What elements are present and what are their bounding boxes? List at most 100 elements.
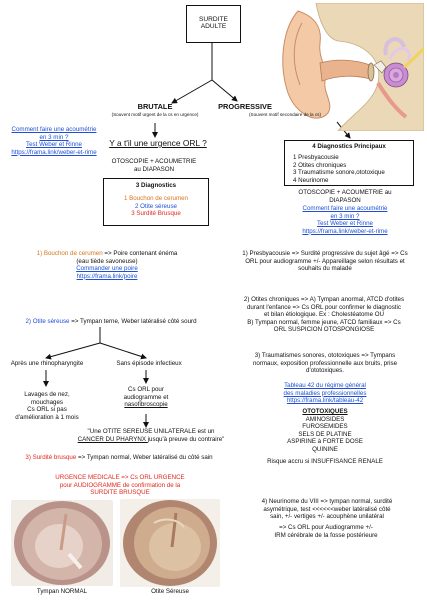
tympan-normal-image [11, 500, 113, 586]
surdite-line: 3) Surdité brusque => Tympan normal, Web… [4, 454, 234, 462]
acoumetrie-links-right: Comment faire une acoumétrie en 3 min ? … [288, 205, 402, 235]
diag-surdite-brusque: 3 Surdité Brusque [131, 210, 181, 218]
poire-url[interactable]: https://frama.link/poire [76, 272, 138, 280]
neurinome-line5: IRM cérébrale de la fosse postérieure [274, 531, 378, 539]
caption-otite-sereuse: Otite Séreuse [151, 588, 189, 595]
otite-branch-left: Après une rhinopharyngite [10, 360, 84, 367]
bouchon-detail: (eau tiède savoneuse) [76, 257, 138, 265]
ototoxiques-title: OTOTOXIQUES [302, 408, 348, 415]
progressive-diagnostics-box: 4 Diagnostics Principaux 1 Presbyacousie… [284, 140, 414, 186]
otite-left-line3: Cs ORL si pas [27, 406, 67, 414]
presby-line3: souhaits du malade [298, 265, 352, 273]
diag-otites-chroniques: 2 Otites chroniques [293, 161, 347, 169]
progressive-diagnostics-title: 4 Diagnostics Principaux [312, 143, 386, 150]
presbyacousie-block: 1) Presbyacousie => Surdité progressive … [232, 250, 418, 273]
diag-traumatisme: 3 Traumatisme sonore,ototoxique [293, 169, 385, 177]
caption-tympan-normal: Tympan NORMAL [36, 588, 88, 595]
otites-chroniques-block: 2) Otites chroniques => A) Tympan anorma… [230, 296, 418, 334]
weber-rinne-link[interactable]: Test Weber et Rinne [26, 141, 82, 149]
ototoxique-quinine: QUININE [312, 445, 338, 453]
otite-right-line1: Cs ORL pour [128, 386, 164, 393]
diag-neurinome: 4 Neurinome [293, 176, 329, 184]
surdite-label: 3) Surdité brusque [25, 454, 77, 461]
progressive-heading: PROGRESSIVE [218, 102, 272, 111]
otite-left-line2: mouchages [31, 398, 63, 406]
neurinome-line3: sain, +/- vertiges +/- acouphène unilaté… [270, 513, 384, 521]
surdite-urgence-line2: pour AUDIOGRAMME de confirmation de la [59, 481, 181, 489]
otites-chr-line2: durant l'enfance => Cs ORL pour confirme… [246, 303, 401, 311]
otite-warning: "Une OTITE SEREUSE UNILATERALE est un CA… [56, 428, 246, 443]
presby-line2: ORL pour audiogramme +/- Appareillage se… [245, 257, 405, 265]
presby-line1: 1) Presbyacousie => Surdité progressive … [242, 250, 408, 257]
otoscopie-acoumetrie-brutale: OTOSCOPIE + ACOUMETRIE au DIAPASON [111, 158, 197, 173]
otite-finding: => Tympan terne, Weber latéralisé côté s… [69, 318, 197, 325]
otite-label: 2) Otite séreuse [25, 318, 70, 325]
otite-sereuse-image [120, 499, 220, 587]
neurinome-line1: 4) Neurinome du VIII => tympan normal, s… [261, 498, 393, 505]
otite-right-advice: Cs ORL pour audiogramme et nasofibroscop… [106, 386, 186, 409]
brutale-diagnostics-box: 3 Diagnostics 1 Bouchon de cerumen 2 Oti… [103, 178, 209, 226]
page-title: SURDITE ADULTE [199, 16, 228, 30]
ear-anatomy-illustration [278, 3, 424, 131]
surdite-finding: => Tympan normal, Weber latéralisé du cô… [76, 454, 213, 461]
diag-presbyacousie: 1 Presbyacousie [293, 154, 339, 161]
otite-right-line3: nasofibroscopie [124, 401, 168, 409]
trauma-line2: normaux, exposition professionnelle aux … [252, 359, 398, 367]
diag-otite-sereuse: 2 Otite séreuse [135, 202, 177, 210]
progressive-diagnostics-list: 1 Presbyacousie 2 Otites chroniques 3 Tr… [293, 154, 413, 184]
acoumetrie-link-duration[interactable]: en 3 min ? [39, 133, 69, 141]
tableau-42-url[interactable]: https://frama.link/tableau-42 [286, 397, 364, 405]
otite-right-line2: audiogramme et [123, 393, 169, 401]
ototoxique-aminosides: AMINOSIDES [305, 415, 345, 423]
ototoxique-aspirine: ASPIRINE à FORTE DOSE [287, 438, 363, 446]
neurinome-line2: asymétrique, test <<<<<<weber latéralisé… [263, 505, 391, 513]
otites-chr-line5: ORL SUSPICION OTOSPONGIOSE [273, 326, 375, 334]
bouchon-line: 1) Bouchon de cerumen => Poire contenant… [14, 250, 200, 258]
otoscopie-acoumetrie-progressive: OTOSCOPIE + ACOUMETRIE au DIAPASON [298, 189, 392, 204]
weber-rinne-link-right[interactable]: Test Weber et Rinne [317, 220, 373, 228]
tableau-42-links: Tableau 42 du régime général des maladie… [260, 382, 390, 405]
neurinome-line4: => Cs ORL pour Audiogramme +/- [279, 524, 373, 531]
title-box: SURDITE ADULTE [186, 5, 241, 43]
brutale-diagnostics-list: 1 Bouchon de cerumen 2 Otite séreuse 3 S… [104, 195, 208, 218]
otites-chr-line3: et bilan étiologique. Ex : Cholestéatome… [263, 311, 385, 319]
acoumetrie-links-left: Comment faire une acoumétrie en 3 min ? … [4, 126, 104, 156]
acoumetrie-link-text[interactable]: Comment faire une acoumétrie [11, 126, 97, 133]
acoumetrie-link-duration-right[interactable]: en 3 min ? [330, 212, 360, 220]
otite-warning-line1: "Une OTITE SEREUSE UNILATERALE est un [87, 428, 215, 435]
commander-poire-link[interactable]: Commander une poire [76, 265, 138, 273]
trauma-line3: d'ototoxiques. [306, 367, 344, 375]
surdite-urgence-line3: SURDITE BRUSQUE [90, 489, 150, 497]
acoumetrie-link-text-right[interactable]: Comment faire une acoumétrie [302, 205, 388, 212]
ototoxique-furosemides: FUROSEMIDES [302, 423, 348, 431]
surdite-urgence-line1: URGENCE MEDICALE => Cs ORL URGENCE [55, 474, 185, 481]
otite-warning-suffix: jusqu'à preuve du contraire" [147, 435, 225, 443]
brutale-diagnostics-title: 3 Diagnostics [135, 182, 177, 189]
ototoxique-sels-platine: SELS DE PLATINE [298, 430, 352, 438]
neurinome-conduct: => Cs ORL pour Audiogramme +/- IRM céréb… [246, 524, 406, 539]
progressive-subtitle: (Souvent motif secondaire de la cs) [248, 112, 321, 117]
otites-chr-line1: 2) Otites chroniques => A) Tympan anorma… [243, 296, 405, 303]
ototoxiques-list: OTOTOXIQUES AMINOSIDES FUROSEMIDES SELS … [270, 408, 380, 454]
diag-bouchon: 1 Bouchon de cerumen [124, 195, 188, 202]
otite-line: 2) Otite séreuse => Tympan terne, Weber … [6, 318, 216, 326]
insuffisance-renale-note: Risque accru si INSUFFISANCE RENALE [267, 458, 383, 465]
otite-branch-right: Sans épisode infectieux [116, 360, 182, 367]
otites-chr-line4: B) Tympan normal, femme jeune, ATCD fami… [247, 318, 401, 326]
tableau-42-link[interactable]: Tableau 42 du régime général [284, 382, 366, 389]
bouchon-label: 1) Bouchon de cerumen [36, 250, 103, 257]
neurinome-block: 4) Neurinome du VIII => tympan normal, s… [240, 498, 414, 521]
trauma-line1: 3) Traumatismes sonores, ototoxiques => … [254, 352, 396, 359]
maladies-pro-link[interactable]: des maladies professionnelles [283, 389, 367, 397]
otite-left-line4: d'amélioration à 1 mois [15, 413, 79, 421]
bouchon-treatment: => Poire contenant énéma [102, 250, 178, 257]
weber-rinne-url-right[interactable]: https://frama.link/weber-et-rime [302, 227, 388, 235]
urgence-question: Y a t'il une urgence ORL ? [109, 138, 207, 148]
otite-left-line1: Lavages de nez, [24, 391, 70, 398]
cancer-pharynx-text: CANCER DU PHARYNX [77, 435, 148, 443]
otite-warning-line2: CANCER DU PHARYNX jusqu'à preuve du cont… [56, 436, 246, 444]
weber-rinne-url[interactable]: https://frama.link/weber-et-rime [11, 148, 97, 156]
brutale-subtitle: (Souvent motif urgent de la cs en urgenc… [111, 112, 199, 117]
traumatismes-block: 3) Traumatismes sonores, ototoxiques => … [232, 352, 418, 375]
brutale-heading: BRUTALE [137, 102, 173, 111]
